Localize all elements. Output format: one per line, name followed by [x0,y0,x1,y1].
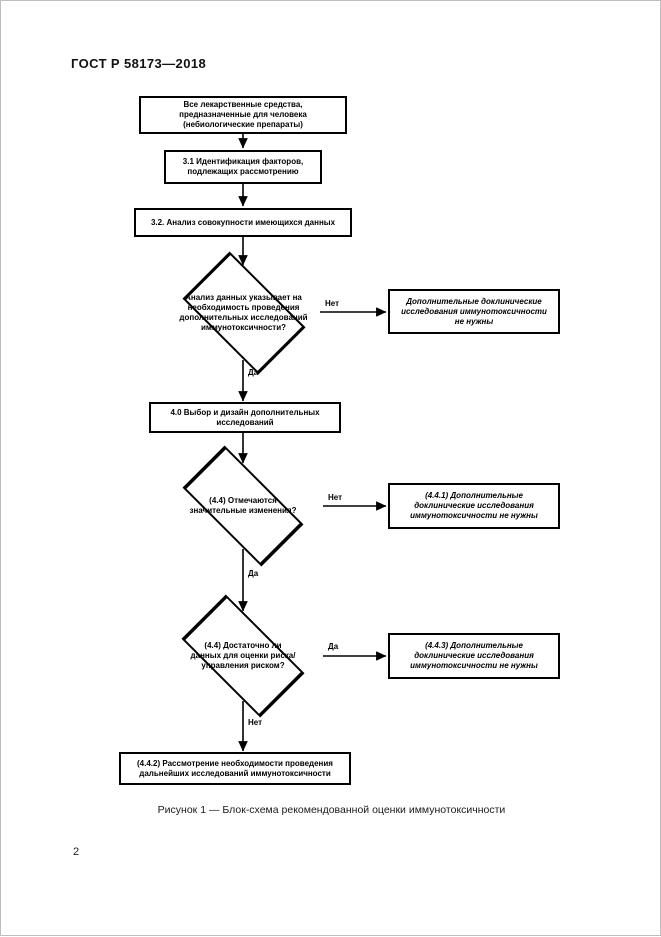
node-start: Все лекарственные средства, предназначен… [139,96,347,134]
standard-header: ГОСТ Р 58173—2018 [71,56,207,71]
node-outcome-1: Дополнительные доклинические исследовани… [388,289,560,334]
figure-caption: Рисунок 1 — Блок-схема рекомендованной о… [157,804,506,816]
edge-label-d1-right: Нет [325,299,340,308]
node-outcome-4-4-1: (4.4.1) Дополнительные доклинические исс… [388,483,560,529]
node-outcome-4-4-3: (4.4.3) Дополнительные доклинические исс… [388,633,560,679]
node-step-3-1: 3.1 Идентификация факторов, подлежащих р… [164,150,322,184]
node-step-4-0: 4.0 Выбор и дизайн дополнительных исслед… [149,402,341,433]
decision-2-label: (4.4) Отмечаются значительные изменения? [189,496,297,515]
node-outcome-4-4-2: (4.4.2) Рассмотрение необходимости прове… [119,752,351,785]
decision-3-label: (4.4) Достаточно ли данных для оценки ри… [190,641,296,670]
edge-label-d2-down: Да [248,569,259,578]
node-decision-1: Анализ данных указывает на необходимость… [166,250,321,375]
decision-1-label: Анализ данных указывает на необходимость… [179,292,308,332]
node-decision-2: (4.4) Отмечаются значительные изменения? [163,445,323,567]
node-decision-3: (4.4) Достаточно ли данных для оценки ри… [163,594,323,718]
page-number: 2 [73,846,80,858]
edge-label-d2-right: Нет [328,493,343,502]
edge-label-d1-down: Да [248,368,259,377]
edge-label-d3-right: Да [328,642,339,651]
node-step-3-2: 3.2. Анализ совокупности имеющихся данны… [134,208,352,237]
edge-label-d3-down: Нет [248,718,263,727]
